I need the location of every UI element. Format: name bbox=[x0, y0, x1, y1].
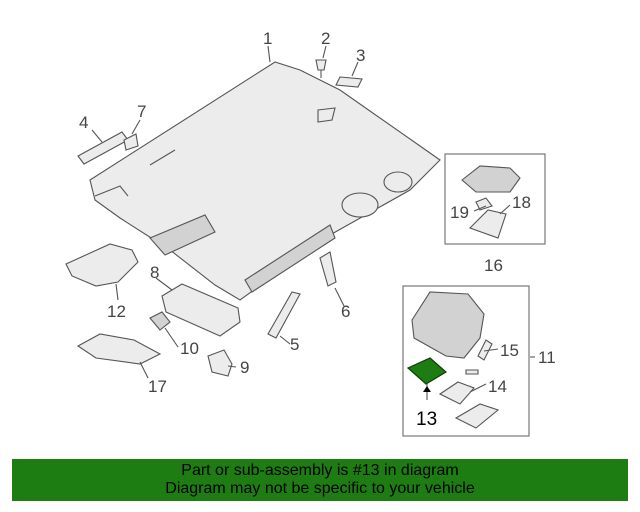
handle-part-4 bbox=[77, 131, 129, 165]
map-light-group bbox=[444, 153, 546, 245]
callout-9: 9 bbox=[240, 358, 249, 377]
callout-18: 18 bbox=[512, 193, 531, 212]
banner-line-1: Part or sub-assembly is #13 in diagram bbox=[181, 462, 459, 479]
callout-12: 12 bbox=[107, 302, 126, 321]
parts-diagram: 1 2 3 4 7 8 12 10 9 5 6 17 16 19 18 15 1… bbox=[65, 29, 556, 437]
callout-13-highlighted: 13 bbox=[416, 409, 437, 430]
sun-visor-part bbox=[161, 283, 241, 337]
bracket-part-12 bbox=[65, 243, 139, 287]
visor-holder-part bbox=[149, 311, 171, 331]
callout-10: 10 bbox=[180, 339, 199, 358]
callout-7: 7 bbox=[137, 102, 146, 121]
trim-part-17 bbox=[76, 333, 162, 365]
banner-line-2: Diagram may not be specific to your vehi… bbox=[165, 480, 475, 497]
leader-lines bbox=[91, 45, 535, 393]
headliner-part bbox=[89, 61, 441, 301]
callout-16: 16 bbox=[484, 256, 503, 275]
callout-8: 8 bbox=[150, 263, 159, 282]
grip-part-5 bbox=[267, 291, 301, 339]
callout-2: 2 bbox=[321, 29, 330, 48]
bracket-part-7 bbox=[123, 133, 139, 151]
grip-part-6 bbox=[319, 251, 337, 287]
label-part bbox=[335, 76, 363, 88]
cover-part-9 bbox=[207, 349, 233, 377]
callout-19: 19 bbox=[450, 203, 469, 222]
callout-15: 15 bbox=[500, 341, 519, 360]
callout-6: 6 bbox=[341, 302, 350, 321]
callout-17: 17 bbox=[148, 377, 167, 396]
callout-5: 5 bbox=[290, 335, 299, 354]
callout-11: 11 bbox=[538, 348, 556, 367]
clip-part bbox=[315, 59, 327, 78]
callout-14: 14 bbox=[488, 377, 507, 396]
part-info-banner: Part or sub-assembly is #13 in diagram D… bbox=[12, 459, 628, 501]
callout-1: 1 bbox=[263, 29, 272, 48]
highlighted-part-13 bbox=[406, 357, 448, 385]
callout-4: 4 bbox=[79, 113, 88, 132]
callout-3: 3 bbox=[356, 46, 365, 65]
console-assembly-group bbox=[402, 285, 530, 437]
